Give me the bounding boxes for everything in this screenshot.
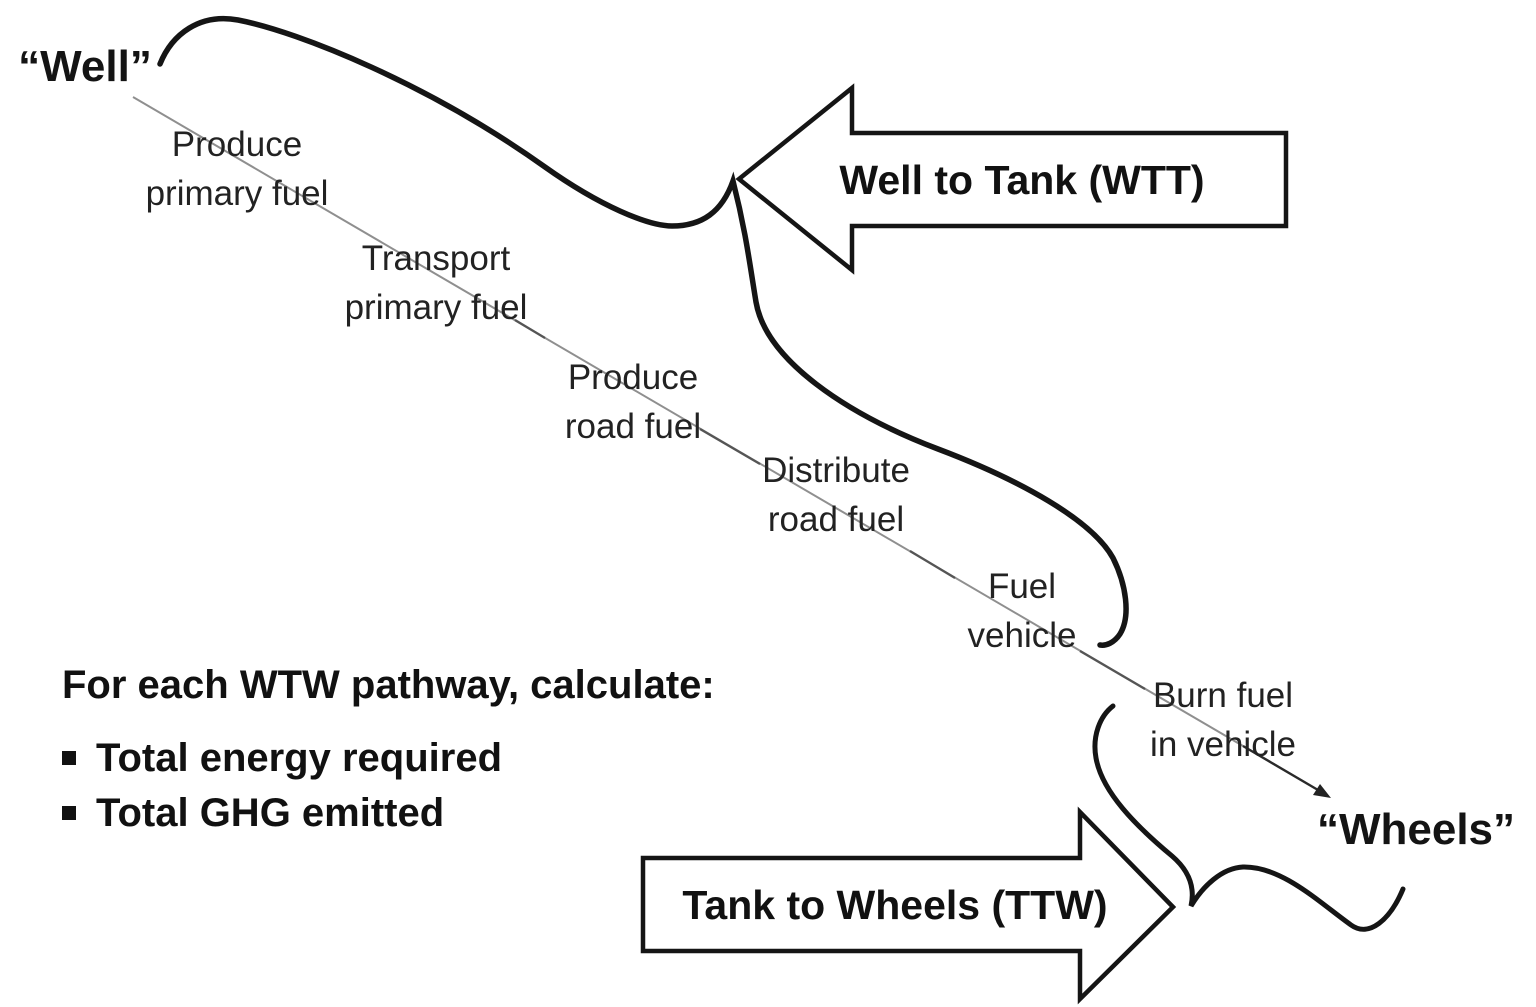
note-heading: For each WTW pathway, calculate:	[62, 663, 715, 707]
step-label-line: Distribute	[762, 451, 910, 490]
step-label-line: in vehicle	[1150, 725, 1296, 764]
note-bullet-ghg: Total GHG emitted	[62, 791, 444, 835]
step-label-line: vehicle	[967, 616, 1077, 655]
step-label-line: Fuel	[987, 567, 1057, 606]
step-label-line: Burn fuel	[1152, 676, 1294, 715]
process-chain-dark-segments	[514, 319, 1146, 690]
square-bullet-icon	[62, 806, 76, 820]
note-bullet-energy: Total energy required	[62, 736, 502, 780]
wtt-block-arrow	[735, 83, 1289, 275]
step-label-line: Produce	[171, 125, 303, 164]
wtt-arrow-label: Well to Tank (WTT)	[839, 156, 1205, 203]
step-fuel-vehicle: Fuel vehicle	[968, 562, 1077, 660]
ttw-block-arrow	[640, 806, 1177, 1005]
step-label-line: primary fuel	[344, 288, 528, 327]
step-distribute-road-fuel: Distribute road fuel	[762, 446, 910, 544]
endpoint-well: “Well”	[18, 42, 152, 91]
step-label-line: primary fuel	[145, 174, 329, 213]
note-bullet-text: Total GHG emitted	[96, 790, 445, 835]
step-transport-primary-fuel: Transport primary fuel	[345, 234, 528, 332]
ttw-arrow-label: Tank to Wheels (TTW)	[682, 881, 1108, 928]
step-produce-road-fuel: Produce road fuel	[565, 353, 701, 451]
step-label-line: Transport	[361, 239, 511, 278]
chain-arrowhead-icon	[1313, 784, 1331, 798]
process-chain-line	[132, 96, 1244, 747]
wtt-brace	[157, 16, 1129, 648]
step-burn-fuel-in-vehicle: Burn fuel in vehicle	[1150, 671, 1296, 769]
endpoint-wheels: “Wheels”	[1316, 805, 1516, 854]
step-produce-primary-fuel: Produce primary fuel	[146, 120, 329, 218]
step-label-line: road fuel	[767, 500, 905, 539]
ttw-brace	[1092, 703, 1406, 932]
step-label-line: Produce	[567, 358, 699, 397]
square-bullet-icon	[62, 751, 76, 765]
chain-final-segment	[1242, 744, 1319, 792]
note-bullet-text: Total energy required	[96, 735, 503, 780]
step-label-line: road fuel	[564, 407, 702, 446]
